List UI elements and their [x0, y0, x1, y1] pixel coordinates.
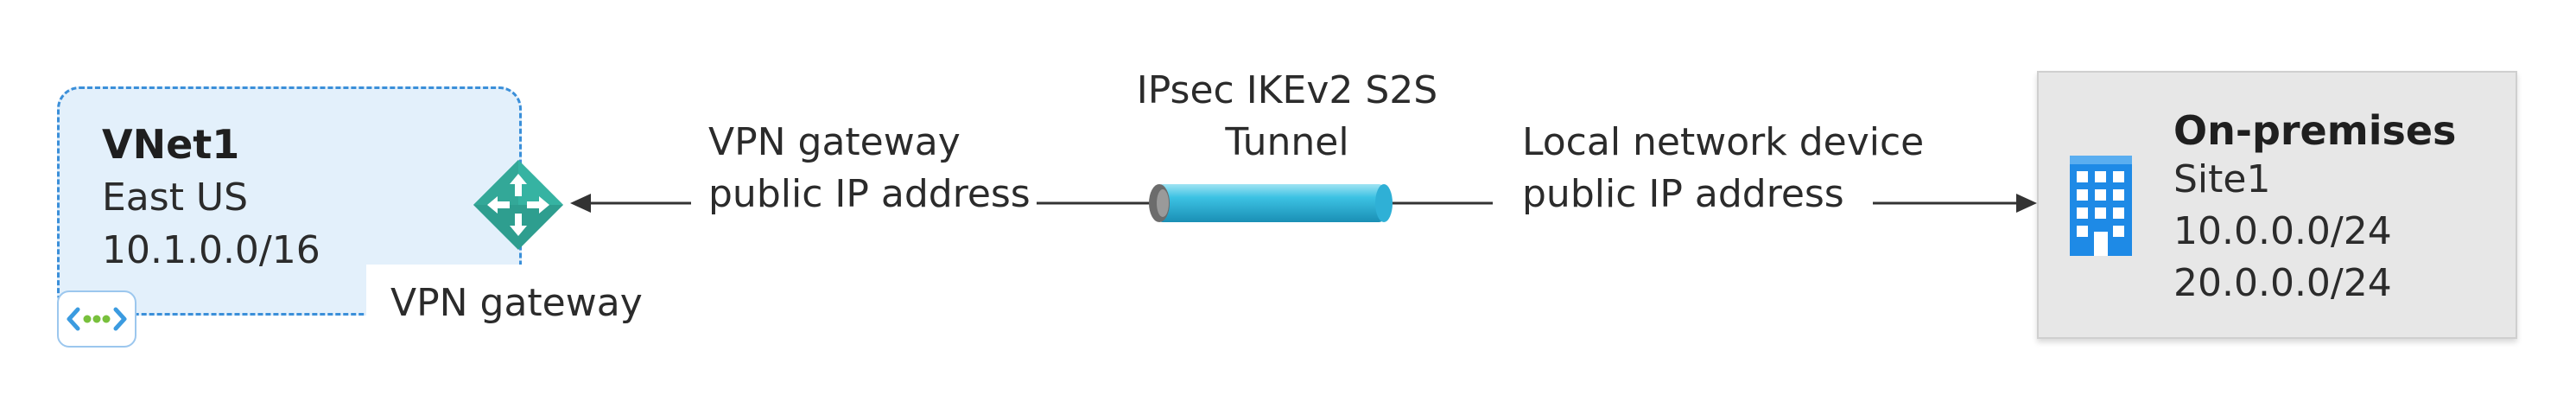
virtual-network-icon	[57, 290, 136, 348]
vnet-address-space: 10.1.0.0/16	[102, 228, 320, 272]
local-device-ip-label-line2: public IP address	[1522, 172, 1844, 216]
arrow-to-gateway	[570, 194, 691, 213]
local-device-ip-label: Local network device public IP address	[1522, 117, 1924, 220]
gateway-label-background	[366, 265, 625, 342]
onprem-range: 10.0.0.0/24	[2173, 209, 2392, 253]
vnet-region: East US	[102, 175, 249, 220]
onprem-site: Site1	[2173, 157, 2271, 201]
vpn-gateway-ip-label: VPN gateway public IP address	[708, 117, 1031, 220]
building-icon	[2070, 156, 2132, 256]
tunnel-label-line1: IPsec IKEv2 S2S	[1136, 68, 1438, 112]
ipsec-tunnel	[1037, 184, 1493, 222]
tunnel-label-line2: Tunnel	[1225, 120, 1349, 164]
vnet-name: VNet1	[102, 121, 240, 168]
tunnel-pipe	[1158, 184, 1384, 222]
arrow-to-onprem	[1873, 194, 2037, 213]
onprem-range: 20.0.0.0/24	[2173, 261, 2392, 305]
vpn-gateway-ip-label-line2: public IP address	[708, 172, 1031, 216]
vpn-gateway-ip-label-line1: VPN gateway	[708, 120, 961, 164]
gateway-label: VPN gateway	[390, 281, 643, 325]
local-device-ip-label-line1: Local network device	[1522, 120, 1925, 164]
onprem-title: On-premises	[2173, 107, 2457, 154]
vpn-gateway-icon	[472, 158, 565, 252]
tunnel-label: IPsec IKEv2 S2S Tunnel	[1123, 65, 1451, 169]
